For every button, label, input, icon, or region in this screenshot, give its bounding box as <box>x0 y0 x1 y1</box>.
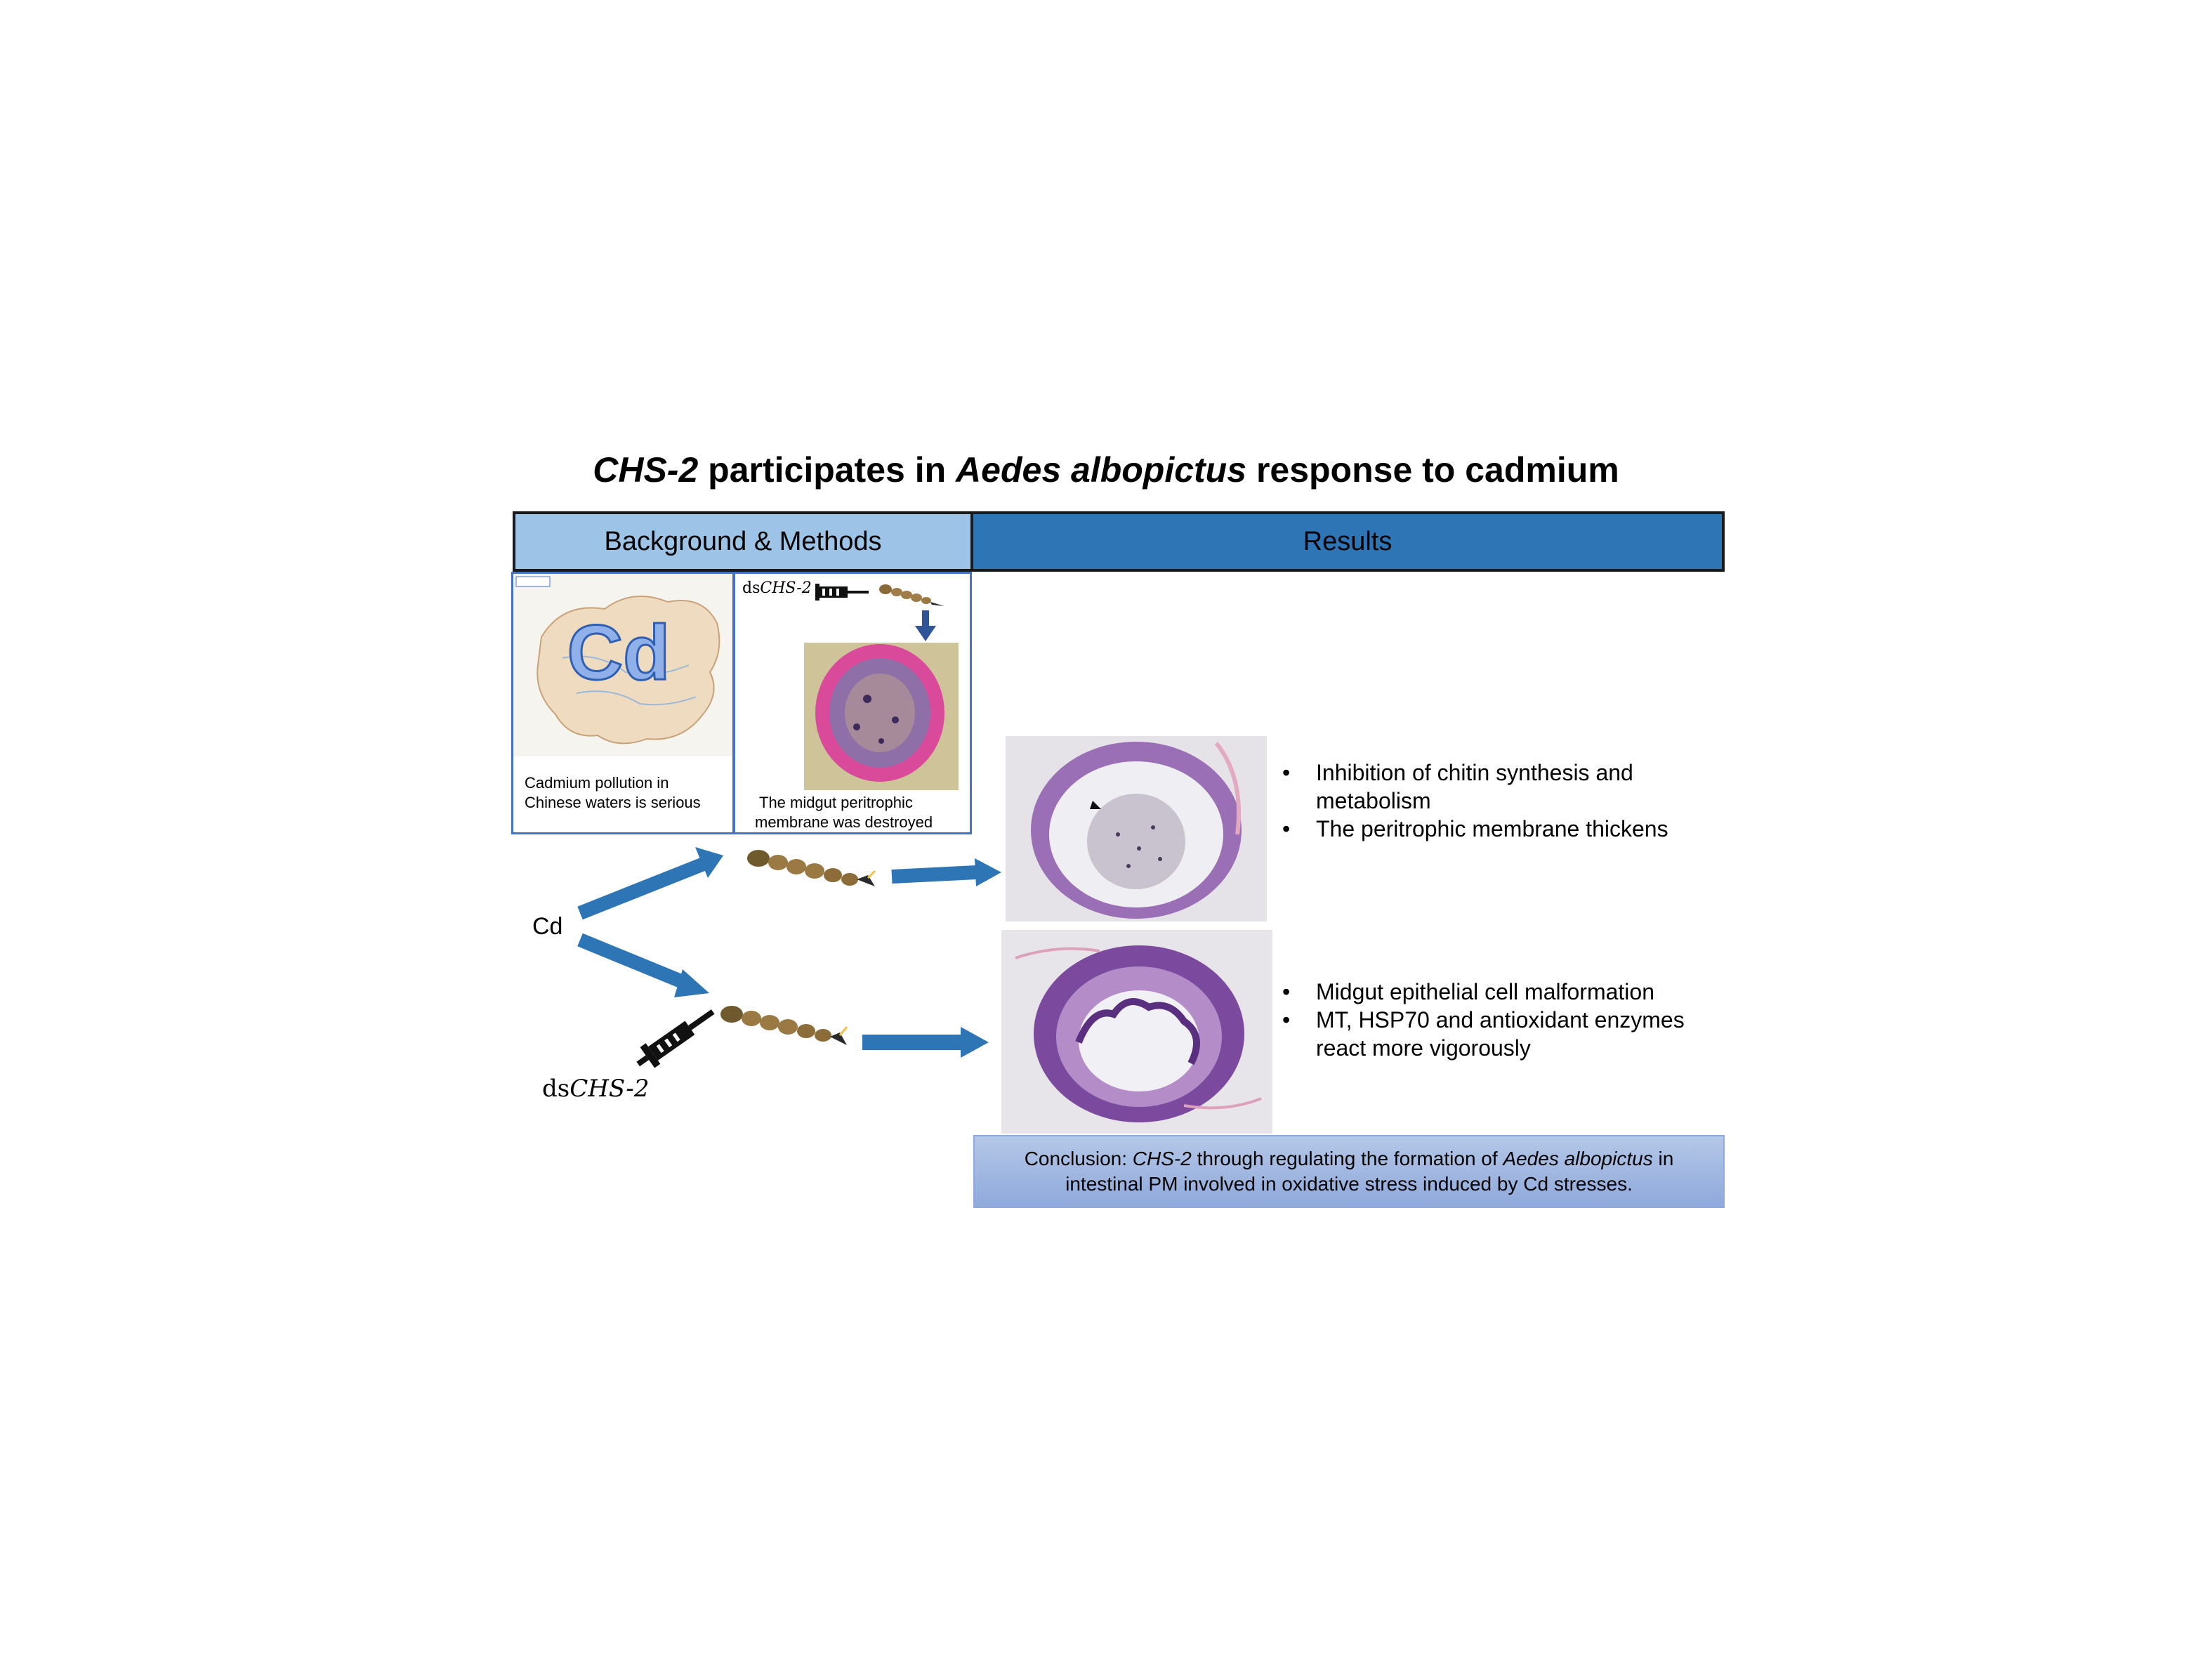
bullet-dot: • <box>1282 816 1291 841</box>
syringe-knockdown-icon <box>636 1009 715 1068</box>
pm-caption-line1: The midgut peritrophic <box>759 794 913 811</box>
header-results-label: Results <box>1303 526 1393 556</box>
pm-histology-image <box>804 643 959 790</box>
dschs2-method-panel: dsCHS-2 The midgut peritrophic membrane … <box>733 572 972 834</box>
pm-caption: The midgut peritrophic membrane was dest… <box>755 793 933 832</box>
map-caption-line2: Chinese waters is serious <box>525 794 701 811</box>
conclusion-box: Conclusion: CHS-2 through regulating the… <box>973 1135 1725 1208</box>
cadmium-map-panel: Cd Cadmium pollution in Chinese waters i… <box>511 572 735 834</box>
map-caption-line1: Cadmium pollution in <box>525 774 669 792</box>
bullet-dot: • <box>1282 1007 1291 1032</box>
bullet-text: The peritrophic membrane thickens <box>1316 816 1668 841</box>
arrow-cd-to-knockdown <box>577 933 709 997</box>
arrow-control-to-histology <box>891 858 1001 886</box>
flow-ds-gene: CHS-2 <box>570 1075 650 1103</box>
bullet-text: Midgut epithelial cell malformation <box>1316 979 1654 1004</box>
panel-ds-label: dsCHS-2 <box>742 579 812 597</box>
panel-ds-prefix: ds <box>742 579 761 597</box>
bullet-item: • Inhibition of chitin synthesis and met… <box>1282 759 1676 815</box>
conclusion-prefix: Conclusion: <box>1024 1148 1133 1169</box>
conclusion-line1: Conclusion: CHS-2 through regulating the… <box>975 1146 1723 1172</box>
map-caption: Cadmium pollution in Chinese waters is s… <box>525 773 701 813</box>
conclusion-text1: through regulating the formation of <box>1191 1148 1503 1169</box>
map-symbol-cd: Cd <box>567 610 671 696</box>
histology-control-image <box>1006 736 1267 922</box>
header-background-label: Background & Methods <box>604 526 882 556</box>
bullet-text: MT, HSP70 and antioxidant enzymes react … <box>1316 1007 1685 1061</box>
arrow-cd-to-control <box>577 847 723 920</box>
conclusion-line2: intestinal PM involved in oxidative stre… <box>1065 1173 1633 1195</box>
conclusion-species: Aedes albopictus <box>1503 1148 1653 1169</box>
title-end: response to cadmium <box>1246 450 1619 490</box>
arrow-down-icon <box>915 610 936 641</box>
bullet-text: Inhibition of chitin synthesis and metab… <box>1316 760 1633 813</box>
header-background-methods: Background & Methods <box>513 511 973 572</box>
bullet-item: • MT, HSP70 and antioxidant enzymes reac… <box>1282 1006 1690 1062</box>
larva-control-image <box>747 850 876 886</box>
syringe-icon <box>815 584 869 601</box>
flow-ds-prefix: ds <box>542 1075 570 1103</box>
conclusion-text2: in <box>1652 1148 1674 1169</box>
title-species: Aedes albopictus <box>956 450 1247 490</box>
pm-caption-line2: membrane was destroyed <box>755 813 933 831</box>
arrow-knockdown-to-histology <box>862 1027 989 1058</box>
title-gene: CHS-2 <box>593 450 699 490</box>
bullet-dot: • <box>1282 979 1291 1004</box>
header-results: Results <box>970 511 1725 572</box>
cd-label: Cd <box>532 913 563 940</box>
larva-icon <box>879 584 944 606</box>
results-top-bullets: • Inhibition of chitin synthesis and met… <box>1282 759 1676 843</box>
bullet-item: • The peritrophic membrane thickens <box>1282 815 1676 843</box>
histology-knockdown-image <box>1001 930 1272 1134</box>
title-mid: participates in <box>698 450 956 490</box>
diagram-title: CHS-2 participates in Aedes albopictus r… <box>0 450 2212 490</box>
flow-ds-label: dsCHS-2 <box>542 1075 650 1103</box>
results-bottom-bullets: • Midgut epithelial cell malformation • … <box>1282 978 1690 1062</box>
bullet-dot: • <box>1282 760 1291 785</box>
bullet-item: • Midgut epithelial cell malformation <box>1282 978 1690 1006</box>
larva-knockdown-image <box>720 1006 848 1045</box>
conclusion-gene: CHS-2 <box>1132 1148 1192 1169</box>
china-map-image: Cd <box>513 574 732 756</box>
panel-ds-gene: CHS-2 <box>760 579 812 597</box>
